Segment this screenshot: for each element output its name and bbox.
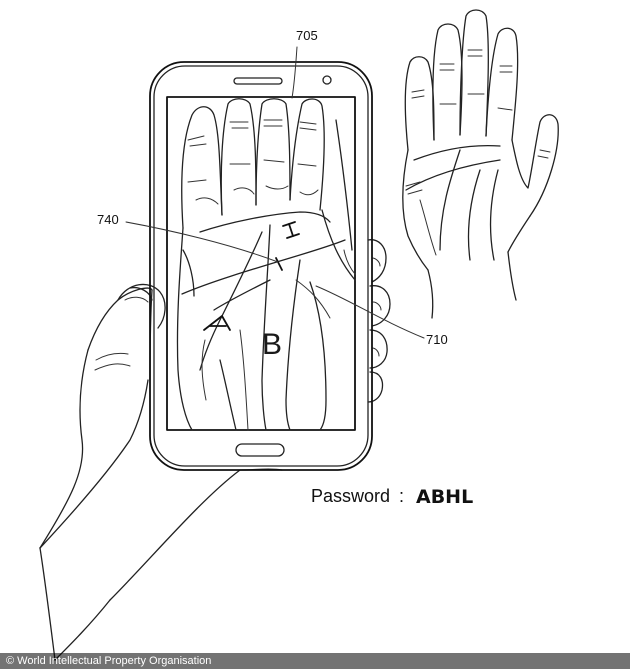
- screen: [166, 96, 356, 431]
- holding-hand: [39, 239, 391, 661]
- raised-hand: [402, 9, 559, 319]
- letter-b: B: [262, 328, 282, 361]
- reference-leaders: 705 740 710: [97, 28, 448, 347]
- ref-label-710: 710: [426, 332, 448, 347]
- smartphone: [149, 61, 373, 471]
- password-value: ABHL: [416, 486, 473, 508]
- front-camera: [322, 75, 332, 85]
- home-button[interactable]: [235, 443, 285, 457]
- ref-label-705: 705: [296, 28, 318, 43]
- mark-h: [282, 221, 300, 239]
- ref-label-740: 740: [97, 212, 119, 227]
- palm-on-screen: B: [176, 98, 356, 431]
- mark-a: [203, 315, 231, 331]
- earpiece-speaker: [233, 77, 283, 85]
- password-caption: Password : ABHL: [311, 486, 473, 508]
- copyright-footer: © World Intellectual Property Organisati…: [0, 653, 630, 669]
- mark-l: [275, 257, 283, 271]
- password-separator: :: [399, 486, 404, 506]
- password-label: Password: [311, 486, 390, 506]
